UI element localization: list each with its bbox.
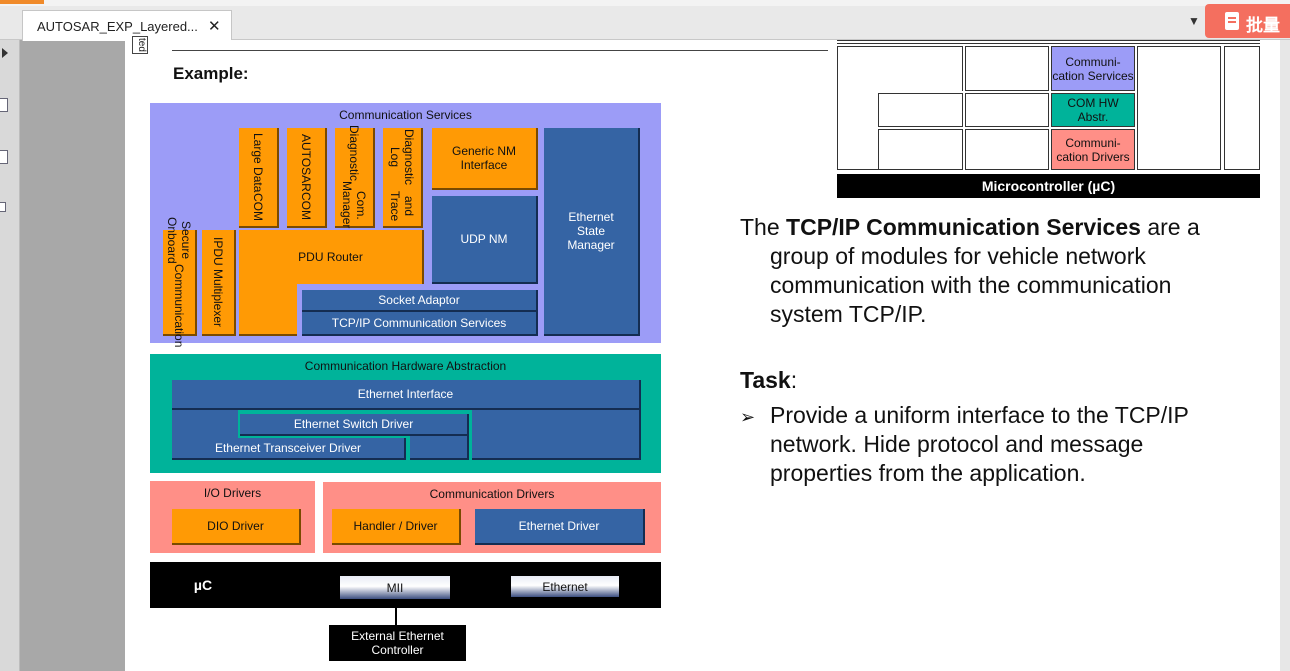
diagnostic-log-trace-module: Diagnostic Log and Trace [383, 128, 423, 228]
close-icon[interactable]: ✕ [208, 18, 221, 35]
page-icon[interactable] [0, 98, 8, 112]
external-ethernet-controller: External Ethernet Controller [329, 625, 466, 661]
secure-onboard-communication-module: Secure Onboard Communication [163, 217, 197, 347]
module-label-line: IPDU Multiplexer [211, 236, 225, 328]
mini-microcontroller: Microcontroller (µC) [837, 174, 1260, 198]
ipdu-multiplexer-module: IPDU Multiplexer [202, 230, 236, 336]
module-label-line: Com. Manager [340, 181, 368, 229]
ethernet-interface-extension [472, 410, 641, 460]
comm-drivers-title: Communication Drivers [429, 487, 555, 501]
mini-cell [878, 93, 963, 127]
app-accent-mark [0, 0, 44, 4]
task-heading: Task: [740, 367, 797, 394]
module-label-line: and Trace [388, 191, 416, 222]
socket-adaptor-module: Socket Adaptor [302, 290, 538, 312]
module-label-line: COM [299, 191, 313, 220]
task-text: Provide a uniform interface to the TCP/I… [770, 402, 1189, 486]
left-sidebar [0, 40, 20, 671]
tab-bar: AUTOSAR_EXP_Layered... ✕ ▼ 批量 [0, 0, 1290, 41]
ethernet-transceiver-driver-module: Ethernet Transceiver Driver [172, 438, 406, 460]
ethernet-interface-module: Ethernet Interface [172, 380, 641, 410]
mini-com-hw-abstr: COM HW Abstr. [1051, 93, 1135, 127]
transceiver-driver-extension [172, 410, 238, 438]
bookmark-icon[interactable] [0, 150, 8, 164]
mini-top-row [837, 40, 1260, 44]
description-bold: TCP/IP Communication Services [786, 214, 1141, 240]
generic-nm-interface-module: Generic NM Interface [432, 128, 538, 190]
document-icon [1225, 12, 1239, 30]
mini-cell [965, 129, 1049, 170]
chevron-down-icon[interactable]: ▼ [1188, 14, 1200, 28]
ethernet-state-manager-module: Ethernet State Manager [544, 128, 640, 336]
mii-port: MII [340, 576, 450, 599]
mii-connector-line [395, 599, 397, 626]
hw-abstraction-title: Communication Hardware Abstraction [304, 359, 507, 373]
switch-driver-extension [410, 436, 469, 460]
header-rule [172, 50, 828, 51]
description-line: group of modules for vehicle network [770, 243, 1146, 269]
title-strip [0, 0, 1290, 6]
diagnostic-com-manager-module: Diagnostic Com. Manager [335, 125, 375, 229]
description-paragraph: The TCP/IP Communication Services are a … [740, 213, 1240, 329]
autosar-com-module: AUTOSAR COM [287, 128, 327, 228]
description-pre: The [740, 214, 787, 240]
tab-document[interactable]: AUTOSAR_EXP_Layered... ✕ [22, 10, 232, 41]
arrow-bullet-icon: ➢ [740, 407, 756, 427]
batch-button-label: 批量 [1246, 16, 1280, 35]
pdu-router-module: PDU Router [239, 230, 424, 284]
description-line: communication with the communication [770, 272, 1172, 298]
mini-comm-services: Communi-cation Services [1051, 46, 1135, 91]
task-heading-colon: : [790, 367, 798, 393]
pdu-router-extension [239, 284, 297, 336]
mini-cell [1137, 46, 1221, 170]
ethernet-driver-module: Ethernet Driver [475, 509, 645, 545]
vertical-scrollbar[interactable] [1280, 40, 1290, 671]
mini-cell [965, 93, 1049, 127]
mini-cell [965, 46, 1049, 91]
ethernet-port: Ethernet [511, 576, 619, 597]
attachment-icon[interactable] [0, 202, 6, 212]
mini-cell [1224, 46, 1260, 170]
tab-title: AUTOSAR_EXP_Layered... [37, 19, 198, 34]
mini-cell [837, 46, 963, 91]
task-heading-text: Task [740, 367, 791, 393]
module-label-line: COM [251, 192, 265, 221]
description-line1-rest: are a [1140, 214, 1200, 240]
module-label-line: Diagnostic Log [388, 129, 416, 186]
handler-driver-module: Handler / Driver [332, 509, 461, 545]
expand-arrow-icon[interactable] [2, 48, 8, 58]
module-label-line: AUTOSAR [299, 134, 313, 192]
module-label-line: Diagnostic [347, 125, 361, 182]
example-heading: Example: [173, 64, 249, 83]
io-drivers-title: I/O Drivers [203, 486, 262, 500]
module-label-line: Communication [172, 263, 186, 348]
ethernet-switch-driver-module: Ethernet Switch Driver [238, 412, 471, 438]
uc-label: µC [193, 577, 213, 593]
margin-label: ted [132, 36, 148, 54]
tcpip-communication-services-module: TCP/IP Communication Services [302, 312, 538, 336]
mini-cell [878, 129, 963, 170]
batch-button[interactable]: 批量 [1205, 4, 1290, 38]
dio-driver-module: DIO Driver [172, 509, 301, 545]
large-data-com-module: Large Data COM [239, 128, 279, 228]
module-label-line: Secure Onboard [165, 216, 193, 264]
udp-nm-module: UDP NM [432, 196, 538, 284]
description-line: system TCP/IP. [770, 301, 927, 327]
module-label-line: Large Data [251, 133, 265, 193]
task-list-item: ➢ Provide a uniform interface to the TCP… [740, 401, 1240, 488]
mini-comm-drivers: Communi-cation Drivers [1051, 129, 1135, 170]
comm-services-title: Communication Services [339, 108, 472, 122]
